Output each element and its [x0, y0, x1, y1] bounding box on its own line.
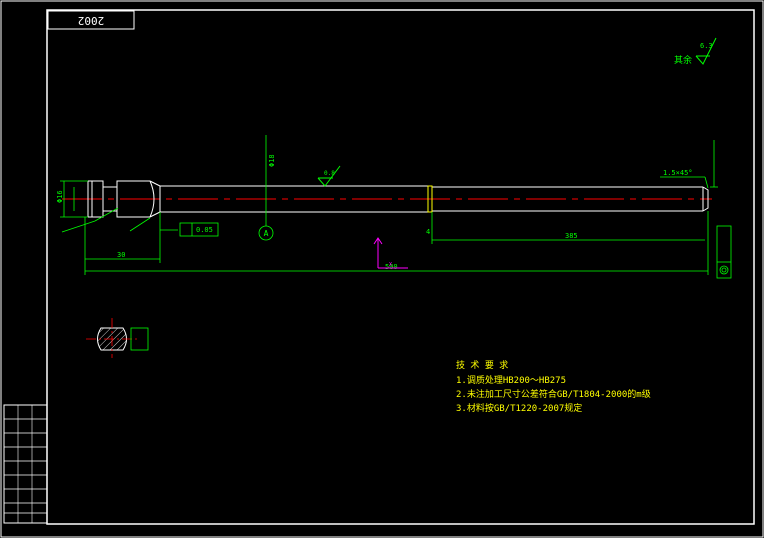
runout-frame-left: 0.05: [179, 222, 219, 237]
note-1: 1.调质处理HB200～HB275: [456, 374, 566, 386]
ucs-icon: X: [373, 237, 408, 269]
shaft-body: [87, 180, 709, 218]
shaft-step-highlight: [427, 185, 433, 213]
runout-frame-right: [716, 225, 732, 279]
svg-text:0.8: 0.8: [324, 170, 335, 177]
dim-chamfer: 1.5×45°: [663, 169, 693, 177]
dim-385: 385: [565, 232, 578, 240]
shaft-roughness-symbol: 0.8: [317, 165, 341, 187]
drawing-number: 2002: [78, 14, 105, 27]
inner-border: [46, 9, 755, 525]
technical-notes: 技 术 要 求 1.调质处理HB200～HB275 2.未注加工尺寸公差符合GB…: [456, 359, 651, 414]
dimension-lines: [60, 135, 718, 275]
dim-500: 500: [385, 263, 398, 271]
svg-text:X: X: [389, 262, 392, 268]
dim-30: 30: [117, 251, 125, 259]
general-roughness-symbol: 6.3 其余: [674, 37, 717, 66]
svg-text:0.05: 0.05: [196, 226, 213, 234]
dim-left-dia: Φ16: [56, 190, 64, 203]
note-2: 2.未注加工尺寸公差符合GB/T1804-2000的m级: [456, 388, 651, 400]
note-3: 3.材料按GB/T1220-2007规定: [456, 402, 582, 414]
section-view: [86, 318, 149, 358]
datum-a-symbol: A: [258, 213, 274, 241]
dim-4: 4: [426, 228, 430, 236]
svg-text:6.3: 6.3: [700, 42, 713, 50]
title-strip: [3, 404, 48, 524]
dim-mid-dia: Φ18: [268, 154, 276, 167]
svg-text:其余: 其余: [674, 54, 692, 66]
drawing-number-box: 2002: [47, 10, 135, 30]
svg-text:A: A: [264, 229, 269, 238]
notes-heading: 技 术 要 求: [456, 359, 508, 371]
